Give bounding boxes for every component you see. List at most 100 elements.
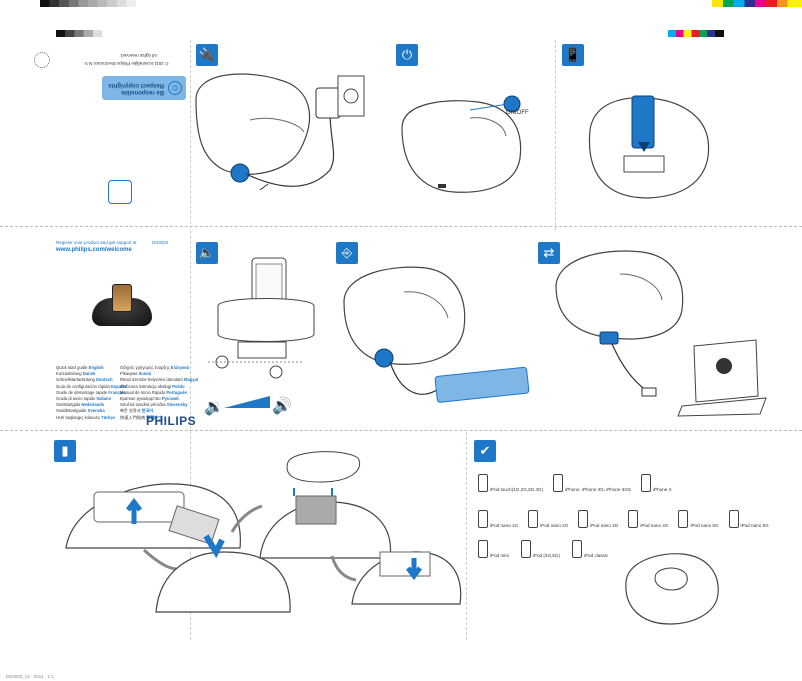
philips-logo: PHILIPS xyxy=(146,414,197,428)
language-item: Quick start guide English xyxy=(56,365,127,371)
certification-mark xyxy=(34,52,50,68)
language-guide-title: 빠른 설명서 xyxy=(120,408,142,414)
language-item: Kurzanleitung Dansk xyxy=(56,371,127,377)
language-guide-title: Snelstartgids xyxy=(56,402,82,408)
language-name: Italiano xyxy=(96,396,112,402)
language-name: Svenska xyxy=(87,408,105,414)
step-battery-illustration xyxy=(65,451,462,613)
device-label: iPod mini xyxy=(490,553,509,558)
language-name: Ελληνικά xyxy=(170,365,190,370)
fine-print-1: © 2011 Koninklijke Philips Electronics N… xyxy=(84,61,169,66)
language-item: Stručná úvodná príručka Slovensky xyxy=(120,402,199,408)
device-icon xyxy=(571,540,582,558)
device-label: iPod nano 6G xyxy=(740,523,769,528)
language-guide-title: Schnellstartanleitung xyxy=(56,377,97,383)
language-item: Snelstartgids Nederlands xyxy=(56,402,127,408)
language-guide-title: Snabbstartguide xyxy=(56,408,88,414)
copyright-icon: © xyxy=(168,81,182,95)
fold-line-v1 xyxy=(190,40,191,640)
recycle-logo xyxy=(108,180,132,204)
device-icon xyxy=(641,474,651,492)
compat-device: iPod mini xyxy=(478,540,509,558)
compat-row-2: iPod nano 1G iPod nano 2G iPod nano 3G iPod… xyxy=(478,510,769,528)
language-guide-title: Guía de configuración rápida xyxy=(56,383,111,389)
language-name: Slovensky xyxy=(166,402,188,408)
compat-device: iPhone 4 xyxy=(641,474,671,492)
language-item: Snabbstartguide Svenska xyxy=(56,408,127,414)
device-label: iPod (4G,5G) xyxy=(532,553,560,558)
language-item: Guide de démarrage rapide Français xyxy=(56,390,127,396)
compat-device: iPod nano 5G xyxy=(678,510,719,528)
sync-icon: ⇄ xyxy=(538,242,560,264)
language-guide-title: Guida di avvio rapido xyxy=(56,396,97,402)
compat-device: iPod nano 4G xyxy=(628,510,668,528)
check-icon: ✔ xyxy=(474,440,496,462)
print-code: DS3020_12 · 2011 · 1:1 xyxy=(6,674,54,679)
device-icon xyxy=(478,540,488,558)
device-icon xyxy=(628,510,639,528)
volume-icon: 🔈 xyxy=(196,242,218,264)
power-icon: ⏻ xyxy=(396,44,418,66)
language-guide-title: Rövid üzembe helyezési útmutató xyxy=(120,377,185,383)
language-item: Οδηγός γρήγορης έναρξης Ελληνικά xyxy=(120,365,199,371)
step-dock-illustration xyxy=(588,95,710,199)
language-name: Polski xyxy=(172,383,185,389)
device-label: iPod touch(1G,2G,3G,4G) xyxy=(490,487,544,492)
compat-device: iPod (4G,5G) xyxy=(520,540,560,558)
language-name: English xyxy=(88,365,104,370)
language-guide-title: Hızlı başlangıç kılavuzu xyxy=(56,414,102,420)
fold-line-h2 xyxy=(0,430,802,431)
compat-device: iPod nano 3G xyxy=(578,510,618,528)
compat-device: iPod nano 2G xyxy=(528,510,568,528)
model-number: DS3020 xyxy=(152,240,169,245)
on-off-label: ON/OFF xyxy=(506,110,529,116)
language-name: 한국어 xyxy=(141,408,154,414)
registration-bar-mid2 xyxy=(56,30,102,37)
language-guide-title: Guide de démarrage rapide xyxy=(56,389,109,395)
language-guide-title: Pikaopas xyxy=(120,371,139,377)
device-icon xyxy=(520,540,531,558)
language-name: Português xyxy=(166,389,188,395)
language-name: Русский xyxy=(161,396,179,402)
language-name: Français xyxy=(108,389,126,395)
language-item: Skrócona instrukcja obsługi Polski xyxy=(120,384,199,390)
banner-text: Be responsible Respect copyrights xyxy=(108,82,164,95)
language-name: Suomi xyxy=(138,371,152,377)
language-name: Dansk xyxy=(82,371,96,377)
phone-icon: 📱 xyxy=(562,44,584,66)
volume-ramp xyxy=(224,396,270,408)
battery-icon: ▮ xyxy=(54,440,76,462)
responsible-banner: © Be responsible Respect copyrights xyxy=(102,76,186,100)
device-label: iPod nano 4G xyxy=(640,523,669,528)
language-item: Rövid üzembe helyezési útmutató Magyar xyxy=(120,377,199,383)
step-plug-illustration xyxy=(195,73,365,191)
compat-device: iPhone, iPhone 3G, iPhone 3GS xyxy=(553,474,631,492)
fine-print-2: All rights reserved. xyxy=(120,53,158,58)
fold-line-v2 xyxy=(555,40,556,230)
device-label: iPod nano 5G xyxy=(690,523,719,528)
compat-device: iPod nano 6G xyxy=(728,510,769,528)
language-name: Türkçe xyxy=(101,414,115,420)
language-item: Pikaopas Suomi xyxy=(120,371,199,377)
device-icon xyxy=(678,510,689,528)
device-icon xyxy=(728,510,739,528)
language-guide-title: 快速入門指南 xyxy=(120,414,147,420)
language-name: Magyar xyxy=(184,377,199,383)
language-item: Guía de configuración rápida Español xyxy=(56,384,127,390)
step-mp3-illustration xyxy=(343,266,530,403)
step-sync-illustration xyxy=(555,250,767,417)
language-name: Nederlands xyxy=(81,402,105,408)
language-guide-title: Краткое руководство xyxy=(120,396,162,402)
plug-icon: 🔌 xyxy=(196,44,218,66)
register-url: www.philips.com/welcome xyxy=(56,247,132,253)
compat-device: iPod nano 1G xyxy=(478,510,518,528)
language-guide-title: Οδηγός γρήγορης έναρξης xyxy=(120,365,171,370)
device-label: iPod nano 2G xyxy=(540,523,569,528)
compat-device: iPod touch(1G,2G,3G,4G) xyxy=(478,474,543,492)
speaker-top-view xyxy=(625,553,719,625)
language-guide-title: Skrócona instrukcja obsługi xyxy=(120,383,173,389)
fold-line-h1 xyxy=(0,226,802,227)
device-icon xyxy=(478,510,488,528)
